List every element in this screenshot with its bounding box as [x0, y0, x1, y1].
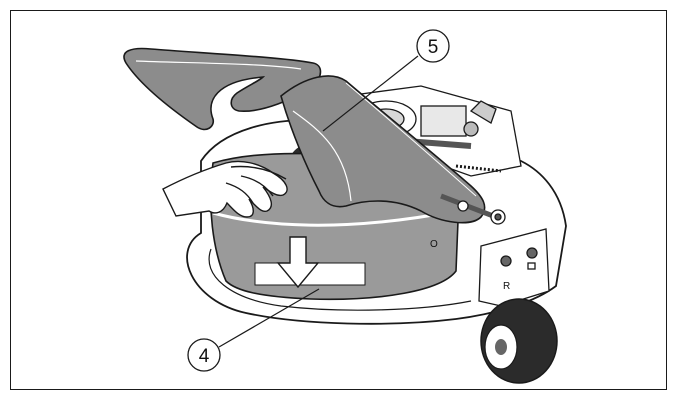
callout-4: 4: [187, 288, 320, 372]
mower-chute-illustration: O R: [123, 29, 567, 384]
mower-wheel: [480, 298, 558, 384]
hand-illustration: [162, 160, 288, 218]
callout-4-label: 4: [199, 346, 210, 367]
diagram-frame: O R: [10, 10, 667, 390]
callout-5: 5: [322, 29, 450, 132]
engine-mechanism: [344, 85, 522, 177]
push-down-arrow-icon: [276, 236, 320, 289]
callout-5-label: 5: [428, 37, 439, 58]
chute-hinge-rod: [440, 193, 506, 225]
cover-mark: O: [430, 239, 438, 250]
grass-chute-deflector: [123, 47, 486, 224]
side-bracket: R: [478, 228, 550, 307]
side-mark: R: [503, 281, 510, 292]
